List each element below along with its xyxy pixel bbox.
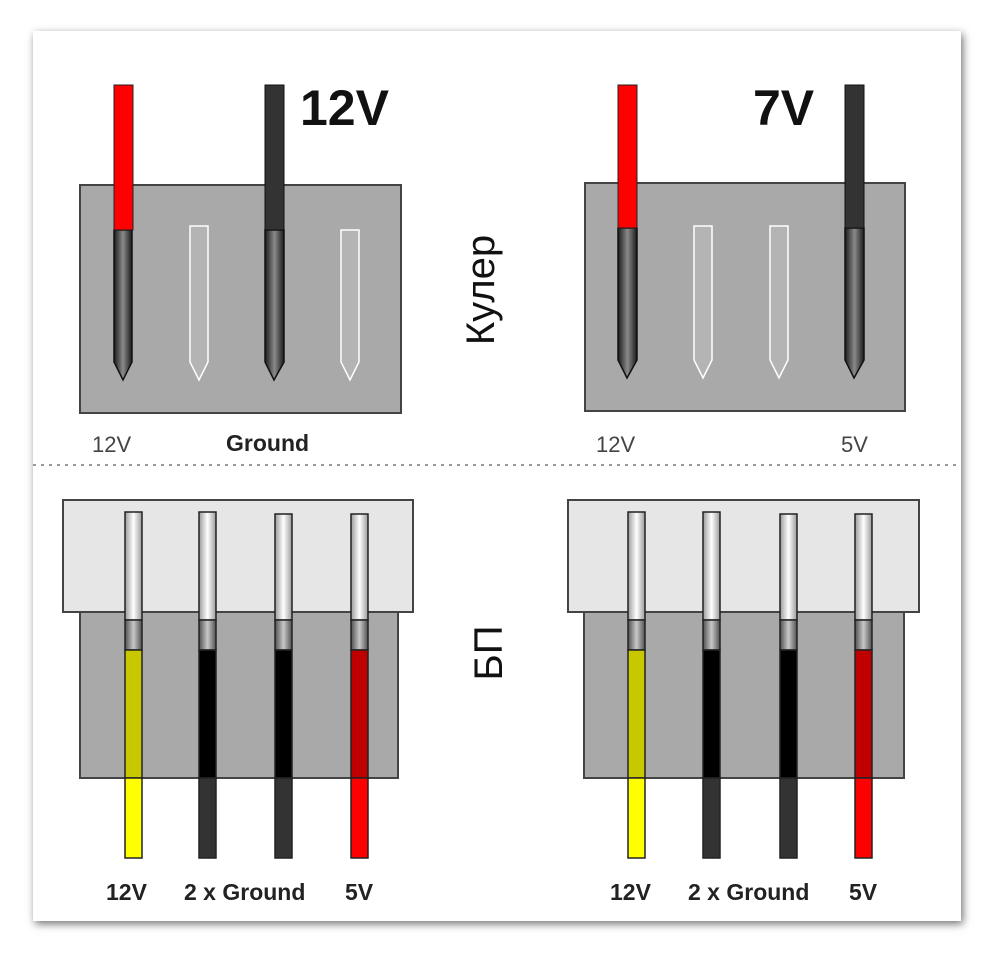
psu-left-pin-4-mid — [350, 619, 369, 651]
psu-left-wire-red — [350, 777, 369, 859]
psu-right-pin-2-top — [702, 511, 721, 621]
psu-left-pin-1-mid — [124, 619, 143, 651]
psu-right-mid-label: 2 x Ground — [688, 879, 810, 905]
psu-connector-right — [567, 499, 920, 859]
fan-voltage-right-label: 7V — [753, 80, 815, 136]
psu-right-wire-black-2-inner — [779, 649, 798, 779]
psu-right-pin-3-top — [779, 513, 798, 621]
fan-connector-left — [79, 84, 402, 414]
psu-left-mid-label: 2 x Ground — [184, 879, 306, 905]
psu-right-pin-1-top — [627, 511, 646, 621]
fan-voltage-left-label: 12V — [300, 80, 389, 136]
psu-right-wire-black-2 — [779, 777, 798, 859]
psu-right-pin-4-mid — [854, 619, 873, 651]
psu-right-wire-yellow-inner — [627, 649, 646, 779]
psu-left-pin-2-mid — [198, 619, 217, 651]
fan-left-pin-2 — [189, 225, 209, 382]
psu-connector-left — [62, 499, 414, 859]
fan-left-pin-1 — [113, 229, 133, 382]
psu-left-wire-red-inner — [350, 649, 369, 779]
fan-left-pin3-label: Ground — [226, 430, 310, 456]
psu-left-pin-2-top — [198, 511, 217, 621]
psu-right-pin-1-mid — [627, 619, 646, 651]
psu-left-pin4-label: 5V — [345, 879, 374, 905]
psu-left-wire-black-1-inner — [198, 649, 217, 779]
psu-left-pin-3-top — [274, 513, 293, 621]
fan-right-pin-2 — [693, 225, 713, 380]
psu-left-wire-yellow-inner — [124, 649, 143, 779]
fan-left-pin1-label: 12V — [92, 432, 132, 457]
psu-left-wire-black-2-inner — [274, 649, 293, 779]
psu-right-wire-black-1-inner — [702, 649, 721, 779]
psu-right-wire-red-inner — [854, 649, 873, 779]
psu-left-wire-black-1 — [198, 777, 217, 859]
fan-right-wire-red — [617, 84, 638, 229]
psu-left-pin-3-mid — [274, 619, 293, 651]
psu-right-pin1-label: 12V — [610, 879, 651, 905]
fan-right-wire-black — [844, 84, 865, 229]
fan-right-pin-3 — [769, 225, 789, 380]
psu-side-label: БП — [467, 625, 511, 681]
psu-right-pin-3-mid — [779, 619, 798, 651]
connector-diagram — [33, 84, 961, 859]
fan-left-pin-4 — [340, 229, 360, 382]
psu-right-pin-2-mid — [702, 619, 721, 651]
fan-right-pin4-label: 5V — [841, 432, 868, 457]
psu-right-wire-red — [854, 777, 873, 859]
psu-right-pin-4-top — [854, 513, 873, 621]
psu-left-wire-black-2 — [274, 777, 293, 859]
fan-left-wire-black — [264, 84, 285, 231]
psu-left-pin-4-top — [350, 513, 369, 621]
fan-right-pin-4 — [844, 227, 865, 380]
psu-right-pin4-label: 5V — [849, 879, 878, 905]
diagram-frame: 12V 7V Кулер БП 12V Ground 12V 5V 12V 2 … — [33, 31, 961, 921]
psu-left-wire-yellow — [124, 777, 143, 859]
psu-left-pin1-label: 12V — [106, 879, 147, 905]
fan-left-pin-3 — [264, 229, 285, 382]
fan-side-label: Кулер — [459, 234, 503, 346]
psu-right-wire-yellow — [627, 777, 646, 859]
fan-right-pin1-label: 12V — [596, 432, 636, 457]
psu-right-wire-black-1 — [702, 777, 721, 859]
psu-left-pin-1-top — [124, 511, 143, 621]
fan-connector-right — [584, 84, 906, 412]
fan-right-pin-1 — [617, 227, 638, 380]
fan-left-wire-red — [113, 84, 134, 231]
